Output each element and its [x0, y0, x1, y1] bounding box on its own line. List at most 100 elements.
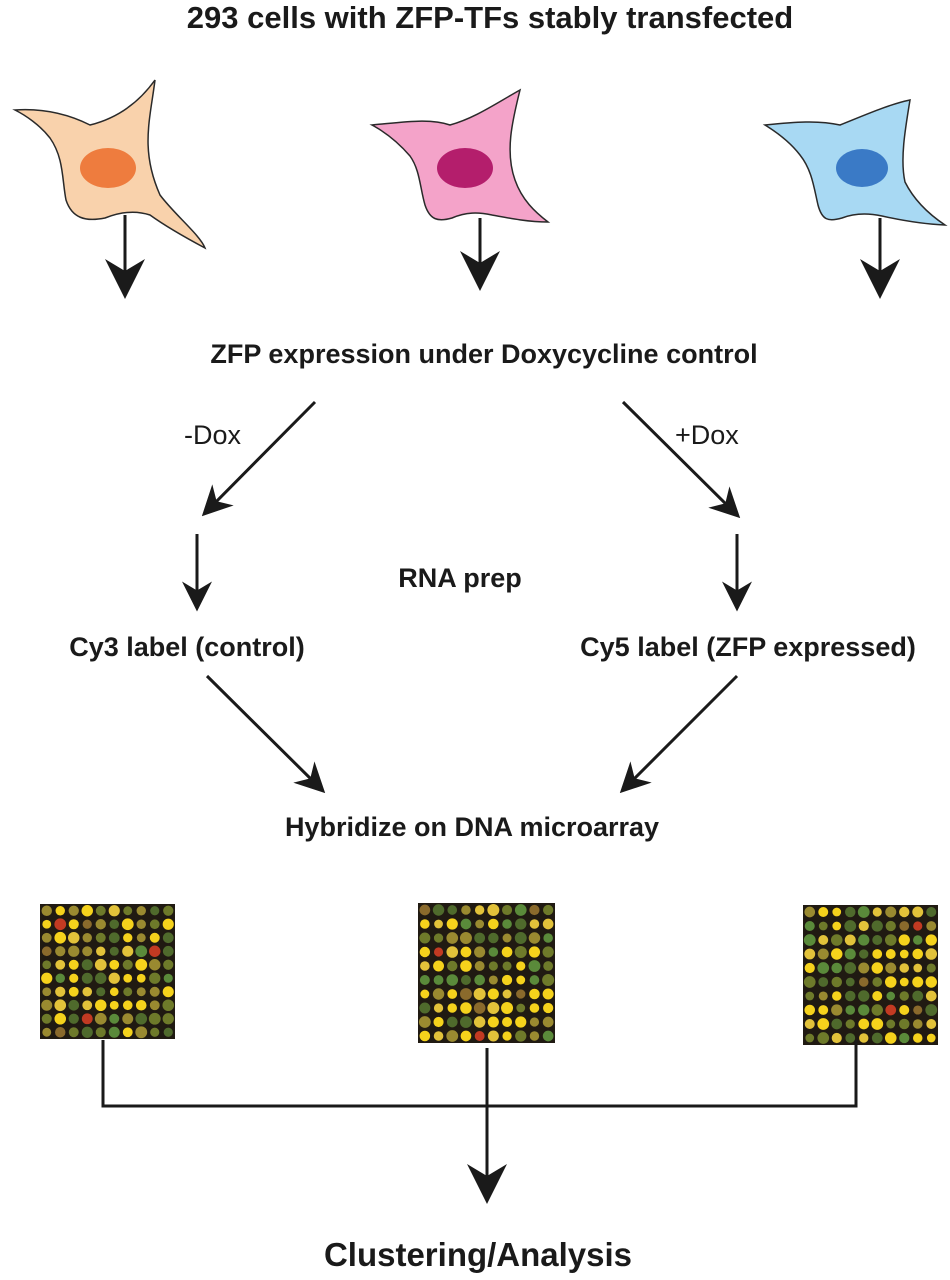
microarray-spot: [447, 1003, 458, 1013]
microarray-spot: [81, 959, 93, 971]
microarray-spot: [543, 904, 554, 916]
microarray-spot: [81, 905, 93, 917]
microarray-spot: [913, 1005, 923, 1015]
microarray-spot: [831, 1004, 843, 1016]
cell-blue: [762, 99, 948, 226]
microarray-spot: [82, 919, 92, 929]
microarray-spot: [82, 933, 92, 943]
microarray-spot: [162, 932, 174, 944]
microarray-spot: [487, 1002, 500, 1014]
microarray-spot: [872, 907, 882, 917]
microarray-spot: [162, 999, 175, 1012]
microarray-spot: [68, 1027, 79, 1038]
microarray-spot: [487, 988, 499, 1000]
microarray-spot: [818, 977, 829, 987]
microarray-spot: [818, 907, 829, 917]
microarray-spot: [502, 1016, 513, 1028]
microarray-spot: [831, 976, 843, 988]
microarray-spot: [871, 1018, 884, 1030]
microarray-spot: [818, 1005, 829, 1015]
microarray-spot: [913, 963, 923, 973]
microarray-spot: [514, 932, 527, 944]
microarray-spot: [55, 973, 65, 983]
microarray-spot: [858, 920, 869, 932]
microarray-spot: [542, 946, 554, 958]
microarray-spot: [543, 1002, 554, 1014]
microarray-spot: [149, 919, 160, 930]
microarray-spot: [55, 1027, 66, 1038]
microarray-spot: [81, 1013, 93, 1025]
microarray-spot: [899, 906, 910, 918]
microarray-spot: [502, 961, 512, 971]
microarray-spot: [41, 946, 52, 957]
microarray-spot: [542, 1030, 554, 1042]
minus-dox-label: -Dox: [184, 420, 242, 450]
microarray-spot: [136, 933, 146, 943]
microarray-spot: [926, 963, 936, 973]
microarray-spot: [95, 972, 107, 984]
microarray-spot: [899, 1018, 910, 1030]
arrow-cy5-to-hybridize: [619, 674, 739, 794]
microarray-spot: [528, 960, 541, 972]
microarray-spot: [433, 975, 444, 985]
microarray-spot: [805, 991, 815, 1001]
microarray-spot: [419, 904, 431, 916]
microarray-spot: [68, 959, 79, 970]
microarray-spot: [912, 976, 924, 988]
microarray-spot: [885, 949, 896, 959]
cell-orange: [12, 79, 207, 250]
microarray-spot: [502, 933, 512, 943]
microarray-spot: [460, 988, 472, 1000]
microarray-spot: [135, 958, 148, 971]
microarray-spot: [419, 946, 431, 958]
microarray-spot: [912, 906, 924, 918]
microarray-spot: [136, 987, 146, 997]
microarray-spot: [817, 1032, 830, 1044]
microarray-spot: [433, 933, 444, 943]
microarray-spot: [913, 935, 923, 945]
microarray-spot: [149, 1000, 160, 1011]
microarray-spot: [55, 946, 66, 957]
microarray-spot: [515, 918, 527, 930]
microarray-spot: [68, 999, 80, 1011]
microarray-spot: [817, 1018, 830, 1030]
microarray-right: [803, 905, 938, 1045]
microarray-spot: [529, 1003, 540, 1013]
microarray-spot: [419, 932, 431, 944]
microarray-spot: [121, 918, 134, 931]
microarray-spot: [123, 973, 133, 983]
microarray-spot: [149, 959, 161, 971]
microarray-spot: [41, 932, 52, 943]
microarray-spot: [446, 974, 459, 986]
microarray-spot: [68, 986, 79, 997]
microarray-spot: [95, 932, 106, 943]
microarray-spot: [162, 945, 174, 957]
microarray-spot: [529, 919, 540, 929]
plus-dox-label: +Dox: [675, 420, 739, 450]
microarray-spot: [460, 1002, 472, 1014]
microarray-spot: [501, 974, 513, 986]
microarray-spot: [831, 1032, 842, 1044]
microarray-spot: [460, 975, 471, 985]
microarray-spot: [136, 906, 146, 916]
microarray-spot: [123, 987, 133, 997]
microarray-spot: [109, 1000, 119, 1010]
microarray-spot: [55, 959, 66, 970]
microarray-spot: [474, 961, 485, 971]
microarray-spot: [830, 934, 843, 946]
microarray-spot: [460, 918, 472, 930]
microarray-spot: [460, 946, 472, 958]
microarray-spot: [805, 1033, 815, 1043]
microarray-spot: [419, 975, 430, 985]
microarray-spot: [446, 1016, 458, 1028]
microarray-spot: [885, 906, 897, 918]
microarray-spot: [68, 905, 79, 916]
microarray-spot: [475, 919, 485, 929]
microarray-spot: [803, 976, 816, 988]
microarray-spot: [94, 1012, 107, 1025]
microarray-spot: [433, 1031, 444, 1041]
microarray-spot: [502, 989, 512, 999]
microarray-spot: [460, 960, 472, 972]
microarray-spot: [502, 919, 512, 929]
microarray-spot: [543, 933, 553, 943]
